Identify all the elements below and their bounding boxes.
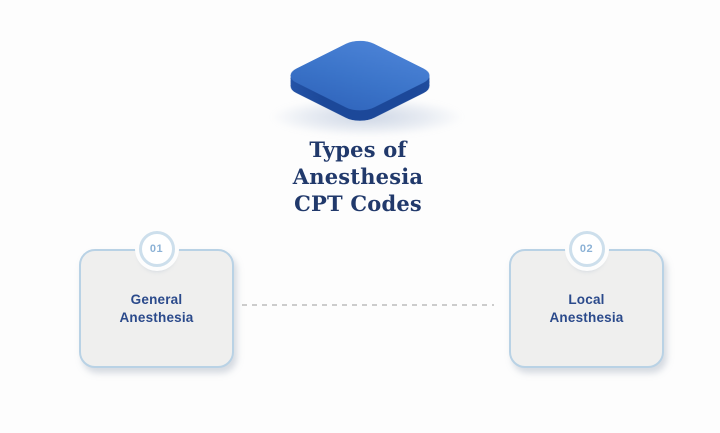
card-label-line-1: General [130, 291, 183, 307]
title-line-2: Anesthesia [292, 164, 424, 189]
dashed-connector-line [242, 304, 494, 306]
card-label-line-1: Local [568, 291, 605, 307]
card-general-anesthesia: 01 General Anesthesia [79, 231, 234, 368]
step-number: 01 [149, 243, 164, 255]
card-label-line-2: Anesthesia [119, 309, 194, 325]
page-title: Types of Anesthesia CPT Codes [0, 136, 716, 217]
card-label-local: Local Anesthesia [511, 251, 662, 366]
title-line-3: CPT Codes [294, 191, 422, 216]
card-local-anesthesia: 02 Local Anesthesia [509, 231, 664, 368]
step-badge-02: 02 [568, 231, 605, 267]
card-label-general: General Anesthesia [81, 251, 232, 366]
title-line-1: Types of [309, 137, 407, 162]
step-badge-01: 01 [138, 231, 175, 267]
step-number: 02 [579, 243, 594, 255]
card-label-line-2: Anesthesia [549, 309, 624, 325]
